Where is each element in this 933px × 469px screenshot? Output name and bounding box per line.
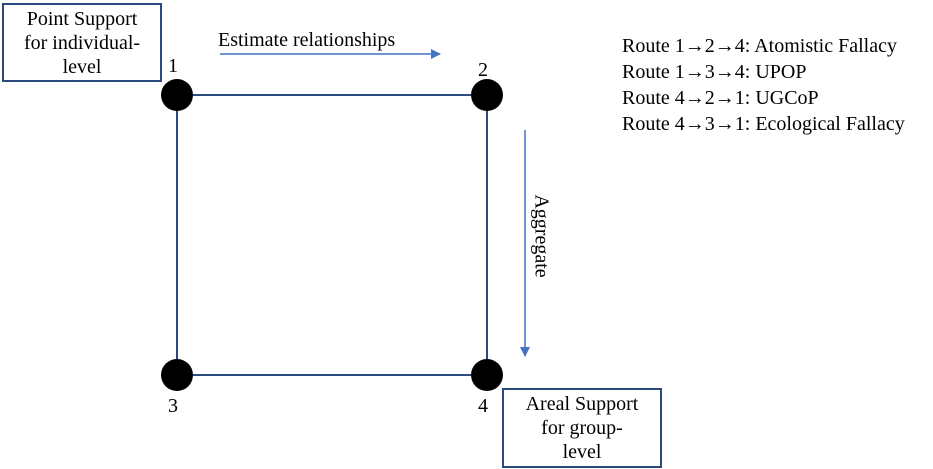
areal-support-box: Areal Support for group- level bbox=[502, 388, 662, 468]
point-support-box: Point Support for individual- level bbox=[2, 3, 162, 82]
route-item: Route 1→2→4: Atomistic Fallacy bbox=[622, 35, 897, 57]
point-support-line-3: level bbox=[62, 56, 102, 78]
node-label-1: 1 bbox=[168, 55, 178, 77]
areal-support-line-3: level bbox=[562, 441, 602, 463]
node-1 bbox=[161, 79, 193, 111]
point-support-line-1: Point Support bbox=[26, 8, 138, 30]
point-support-line-2: for individual- bbox=[23, 32, 141, 54]
route-item: Route 1→3→4: UPOP bbox=[622, 61, 807, 83]
areal-support-line-2: for group- bbox=[541, 417, 623, 439]
node-label-2: 2 bbox=[478, 59, 488, 81]
route-item: Route 4→3→1: Ecological Fallacy bbox=[622, 113, 905, 135]
node-3 bbox=[161, 359, 193, 391]
estimate-relationships-label: Estimate relationships bbox=[218, 29, 396, 51]
node-2 bbox=[471, 79, 503, 111]
node-4 bbox=[471, 359, 503, 391]
aggregate-label: Aggregate bbox=[530, 194, 553, 278]
route-item: Route 4→2→1: UGCoP bbox=[622, 87, 819, 109]
node-label-4: 4 bbox=[478, 395, 488, 417]
node-label-3: 3 bbox=[168, 395, 178, 417]
areal-support-line-1: Areal Support bbox=[525, 393, 639, 415]
route-list: Route 1→2→4: Atomistic Fallacy Route 1→3… bbox=[622, 33, 905, 137]
